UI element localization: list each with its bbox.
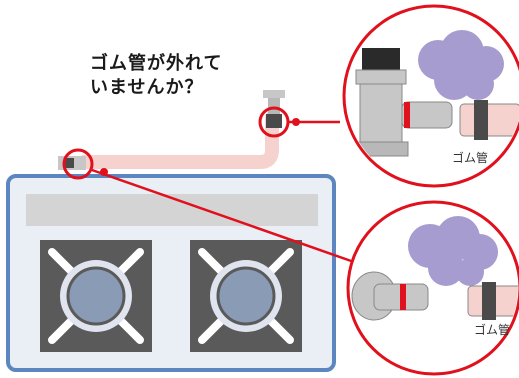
warning-line-2: いませんか？: [90, 77, 204, 98]
wall-gas-valve: [263, 90, 285, 128]
burner-right: [190, 240, 302, 352]
callout-bottom: ゴム管: [346, 200, 519, 376]
gas-hose: [77, 111, 279, 169]
valve-closeup-top: [353, 48, 453, 157]
burner-left: [40, 240, 152, 352]
highlight-ring-stove-joint: [62, 148, 94, 180]
gas-leak-cloud-bottom: [408, 216, 498, 286]
hose-label-top: ゴム管: [452, 150, 488, 165]
leader-line-bottom: [91, 168, 355, 264]
warning-line-1: ゴム管が外れて: [90, 53, 223, 74]
hose-end-bottom: [467, 282, 518, 320]
stove-inlet-closeup: [351, 271, 429, 321]
hose-end-top: [459, 100, 519, 140]
warning-caption: ゴム管が外れて いませんか？: [90, 52, 222, 100]
gas-stove: [6, 174, 336, 372]
stove-gas-inlet: [58, 156, 86, 170]
gas-leak-cloud-top: [418, 30, 504, 100]
hose-label-bottom: ゴム管: [474, 322, 510, 337]
callout-top: ゴム管: [342, 4, 519, 188]
